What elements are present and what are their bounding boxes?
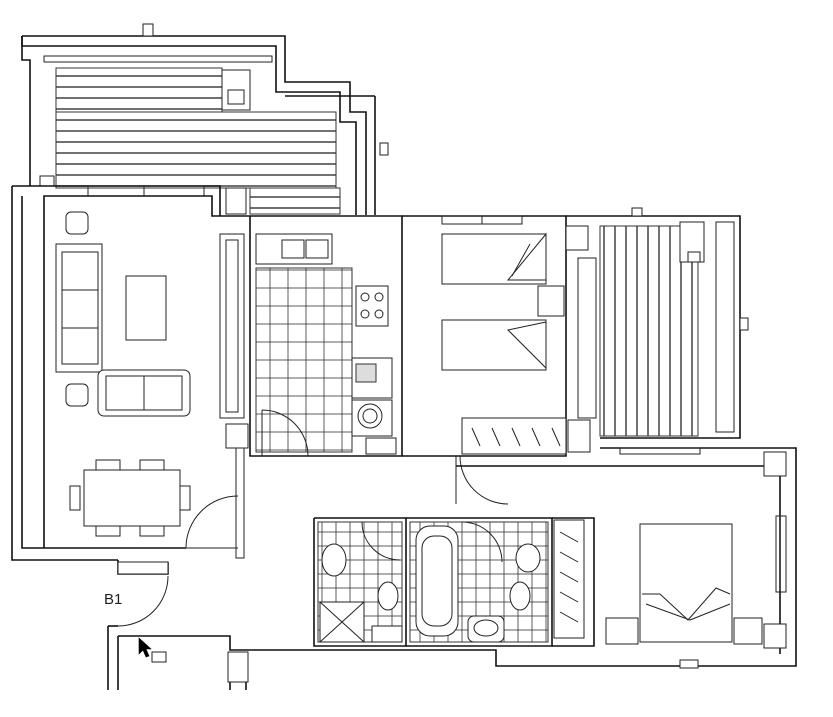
bathtub <box>415 525 459 637</box>
bathroom-left <box>313 517 407 647</box>
master-bedroom <box>552 451 787 649</box>
tv-cabinet <box>219 233 245 419</box>
toilet <box>509 581 531 611</box>
dining-table <box>69 459 191 537</box>
cooktop <box>355 285 389 327</box>
single-bed <box>441 232 547 285</box>
single-bed <box>441 319 547 371</box>
upper-terrace <box>21 23 389 215</box>
bidet <box>515 543 541 573</box>
sofa <box>55 243 103 373</box>
double-bed <box>639 523 733 643</box>
washing-machine <box>351 399 393 437</box>
sink <box>255 233 333 265</box>
loveseat <box>97 369 191 417</box>
living-room <box>11 185 250 561</box>
toilet <box>377 581 399 611</box>
plant-pot <box>65 211 89 235</box>
nightstand <box>605 617 639 645</box>
bathroom-right <box>406 517 553 647</box>
coffee-table <box>125 275 167 341</box>
nightstand <box>733 617 763 645</box>
wardrobe <box>461 417 567 455</box>
kitchen <box>225 215 403 457</box>
plant-pot <box>65 383 89 407</box>
unit-label: B1 <box>104 591 122 608</box>
twin-bedroom <box>402 215 591 505</box>
mouse-pointer-icon <box>138 637 152 658</box>
washbasin <box>321 543 347 577</box>
right-terrace <box>565 207 749 439</box>
nightstand <box>537 285 565 317</box>
wardrobe <box>553 519 585 639</box>
